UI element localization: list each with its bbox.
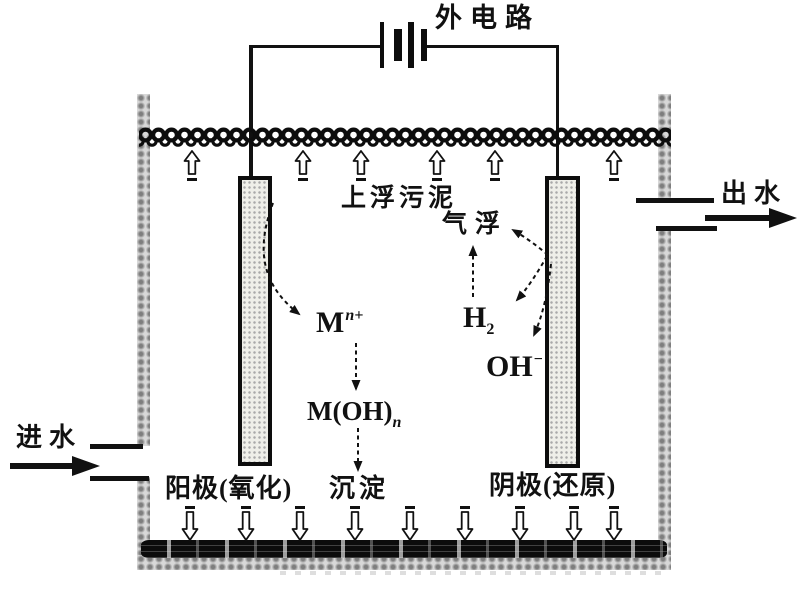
water-in-label: 进水	[16, 423, 83, 452]
cathode-to-hydrogen-arrow	[515, 255, 548, 302]
cropped-caption-remnant	[280, 571, 670, 575]
settle-down-arrow-icon	[565, 505, 583, 543]
flow-arrow-right-icon	[705, 208, 797, 228]
metal-hydroxide-label: M(OH)n	[307, 396, 401, 431]
metal-ion-base: M	[316, 306, 345, 339]
battery-plate-long-1	[380, 22, 384, 68]
external-circuit-label: 外电路	[435, 3, 540, 33]
metal-ion-label: Mn+	[316, 306, 363, 340]
inlet-pipe-top	[90, 444, 143, 449]
outlet-pipe-bottom	[656, 226, 717, 231]
battery-plate-short-1	[394, 29, 402, 61]
battery-icon	[378, 18, 430, 76]
settled-sludge-layer	[141, 540, 667, 558]
settle-down-arrow-icon	[456, 505, 474, 543]
metal-hydroxide-sub: n	[392, 414, 402, 431]
wire-left-horizontal	[252, 45, 380, 48]
settle-down-arrow-icon	[346, 505, 364, 543]
cathode-electrode	[545, 176, 580, 468]
water-out-label: 出水	[721, 179, 788, 208]
scum-chain-pattern	[139, 124, 671, 152]
bubble-up-arrow-icon	[428, 150, 446, 184]
bubble-up-arrow-icon	[183, 150, 201, 184]
hydroxide-label: OH−	[486, 350, 543, 384]
settle-down-arrow-icon	[237, 505, 255, 543]
tank-wall-bottom	[137, 555, 671, 570]
hydroxide-sup: −	[533, 351, 543, 368]
settle-down-arrow-icon	[511, 505, 529, 543]
hydrogen-base: H	[463, 301, 487, 334]
hydrogen-label: H2	[463, 301, 495, 338]
settle-down-arrow-icon	[401, 505, 419, 543]
bubble-up-arrow-icon	[352, 150, 370, 184]
wire-right-horizontal	[427, 45, 558, 48]
anode-label: 阳极(氧化)	[165, 474, 293, 503]
anode-electrode	[238, 176, 272, 466]
hydrogen-sub: 2	[486, 321, 495, 338]
floating-sludge-label: 上浮污泥	[341, 185, 458, 212]
wire-right-vertical	[556, 45, 559, 179]
metal-ion-sup: n+	[345, 307, 364, 324]
cathode-to-flotation-arrow	[511, 228, 549, 256]
outlet-pipe-top	[636, 198, 714, 203]
battery-plate-short-2	[421, 29, 427, 61]
metal-hydroxide-base: M(OH)	[307, 396, 393, 426]
bubble-up-arrow-icon	[294, 150, 312, 184]
floating-sludge-layer	[139, 124, 671, 152]
flow-arrow-right-icon	[10, 456, 100, 476]
tank-wall-right-lower	[658, 229, 671, 570]
inlet-pipe-bottom	[90, 476, 149, 481]
tank-wall-left-upper	[137, 94, 150, 446]
settle-down-arrow-icon	[605, 505, 623, 543]
precipitation-label: 沉淀	[329, 474, 390, 503]
settle-down-arrow-icon	[291, 505, 309, 543]
cathode-label: 阴极(还原)	[489, 471, 617, 500]
hydroxide-base: OH	[486, 350, 533, 383]
bubble-up-arrow-icon	[486, 150, 504, 184]
battery-plate-long-2	[408, 22, 414, 68]
wire-left-vertical	[249, 45, 253, 179]
air-flotation-label: 气浮	[442, 211, 509, 238]
bubble-up-arrow-icon	[605, 150, 623, 184]
settle-down-arrow-icon	[181, 505, 199, 543]
